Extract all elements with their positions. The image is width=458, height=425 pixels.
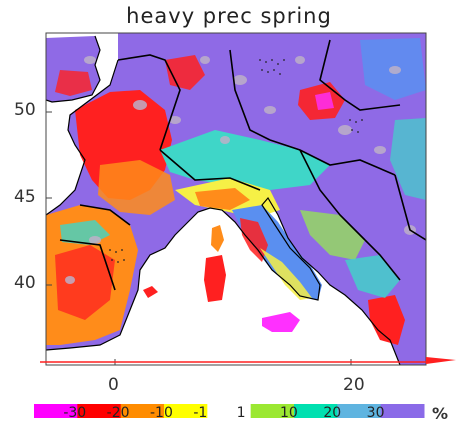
colorbar	[34, 404, 425, 418]
y-tick-label: 50	[14, 100, 36, 120]
country-borders	[59, 39, 426, 291]
x-tick-label: 0	[108, 375, 119, 395]
colorbar-segment	[380, 404, 425, 418]
alps-cyan	[160, 130, 330, 190]
british-isles-red	[55, 70, 92, 96]
colorbar-segment	[164, 404, 208, 418]
map-frame	[45, 32, 427, 366]
corsica	[211, 225, 224, 252]
colorbar-tick-label: -20	[106, 405, 130, 421]
colorbar-tick-label: 20	[323, 405, 342, 421]
east-cyan	[390, 118, 426, 200]
y-tick-label: 45	[14, 187, 36, 207]
sicily	[262, 312, 300, 332]
balearic-islands	[143, 286, 158, 298]
iberia-red	[55, 245, 115, 320]
x-tick-label: 20	[343, 375, 365, 395]
greece-red	[368, 295, 405, 345]
colorbar-unit: %	[432, 404, 449, 423]
y-tick-label: 40	[14, 273, 36, 293]
colorbar-tick-label: -10	[150, 405, 173, 421]
colorbar-segment	[294, 404, 338, 418]
arrow-marker	[426, 357, 456, 364]
colorbar-tick-label: 10	[280, 405, 298, 421]
balkans-green	[300, 210, 365, 260]
italy-yellow	[260, 248, 312, 300]
sardinia	[204, 255, 226, 302]
stippling	[109, 59, 363, 263]
coastlines	[46, 35, 401, 365]
significance-blotches	[65, 56, 416, 284]
map-area	[46, 33, 426, 365]
colorbar-segment	[120, 404, 165, 418]
colorbar-tick-label: 30	[366, 405, 385, 421]
colorbar-segment	[337, 404, 382, 418]
colorbar-tick-label: 1	[236, 405, 246, 421]
germany-magenta	[315, 92, 334, 110]
colorbar-segment	[207, 404, 252, 418]
balkans-cyan	[345, 255, 400, 298]
colorbar-segment	[34, 404, 78, 418]
colorbar-segment	[250, 404, 295, 418]
italy-red	[240, 218, 268, 262]
map-title: heavy prec spring	[126, 4, 332, 28]
france-orange	[98, 160, 175, 215]
colorbar-segment	[77, 404, 122, 418]
colorbar-tick-label: -1	[193, 405, 208, 421]
colorbar-tick-label: -30	[63, 405, 87, 421]
po-valley-orange	[195, 188, 250, 210]
